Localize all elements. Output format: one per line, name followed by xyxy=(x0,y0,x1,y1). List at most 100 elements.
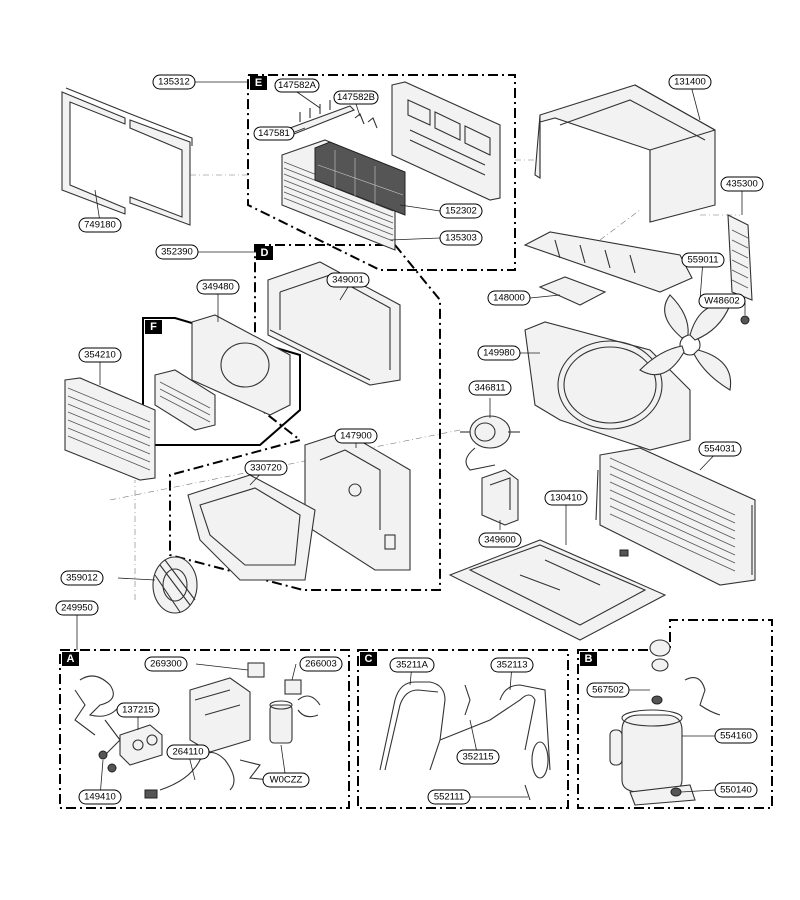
callout-269300: 269300 xyxy=(144,656,188,672)
svg-text:149980: 149980 xyxy=(483,348,515,359)
front-panel-part xyxy=(391,81,501,201)
callout-148000: 148000 xyxy=(487,290,531,306)
group-tag-b: B xyxy=(580,652,597,666)
group-tag-c: C xyxy=(360,652,377,666)
svg-text:552111: 552111 xyxy=(434,792,464,803)
svg-text:352390: 352390 xyxy=(161,247,193,258)
drain-pan-part xyxy=(187,474,316,581)
group-tag-f: F xyxy=(145,320,162,334)
callout-749180: 749180 xyxy=(78,217,122,233)
callout-147582b: 147582B xyxy=(333,90,379,105)
callout-249950: 249950 xyxy=(55,600,99,616)
svg-text:554160: 554160 xyxy=(720,731,752,742)
callout-147900: 147900 xyxy=(334,428,378,444)
compressor-mount-part xyxy=(649,639,682,797)
sub-coil-part xyxy=(154,369,216,431)
filter-clips-part xyxy=(289,100,378,135)
svg-text:147581: 147581 xyxy=(258,128,290,139)
svg-text:330720: 330720 xyxy=(250,463,282,474)
callout-35211a: 35211A xyxy=(389,657,435,673)
callout-435300: 435300 xyxy=(720,176,764,192)
side-grille-part xyxy=(727,214,753,301)
wire-harness-part xyxy=(74,675,121,756)
blower-fan-part xyxy=(152,556,198,614)
capacitor-part xyxy=(269,695,321,744)
callout-264110: 264110 xyxy=(166,744,210,760)
motor-bracket-part xyxy=(481,469,519,526)
svg-text:131400: 131400 xyxy=(674,77,706,88)
evaporator-coil-part xyxy=(64,377,156,481)
svg-text:147582A: 147582A xyxy=(278,80,317,91)
shroud-part xyxy=(524,321,691,451)
svg-text:D: D xyxy=(261,247,269,259)
svg-text:435300: 435300 xyxy=(726,179,758,190)
svg-text:359012: 359012 xyxy=(66,573,98,584)
svg-text:550140: 550140 xyxy=(720,785,752,796)
compressor-part xyxy=(609,709,696,806)
callout-137215: 137215 xyxy=(116,702,160,718)
callout-346811: 346811 xyxy=(468,380,512,396)
svg-text:352113: 352113 xyxy=(497,660,528,671)
svg-text:F: F xyxy=(150,321,157,333)
svg-text:349001: 349001 xyxy=(332,275,364,286)
svg-text:354210: 354210 xyxy=(84,350,116,361)
front-frame-part xyxy=(61,87,193,226)
group-tag-d: D xyxy=(256,246,273,260)
callout-330720: 330720 xyxy=(244,460,288,476)
svg-text:249950: 249950 xyxy=(61,603,93,614)
callout-266003: 266003 xyxy=(299,656,343,672)
cabinet-part xyxy=(534,84,716,223)
air-filter-part xyxy=(314,141,406,216)
svg-text:266003: 266003 xyxy=(305,659,337,670)
callout-554160: 554160 xyxy=(714,728,758,744)
svg-text:269300: 269300 xyxy=(150,659,182,670)
callout-554031: 554031 xyxy=(698,441,742,457)
condenser-fan-part xyxy=(639,294,750,391)
svg-text:C: C xyxy=(365,653,373,665)
svg-text:559011: 559011 xyxy=(688,255,719,266)
svg-text:135303: 135303 xyxy=(445,233,477,244)
svg-text:W0CZZ: W0CZZ xyxy=(270,775,303,786)
control-bracket-part xyxy=(189,677,251,753)
callout-147582a: 147582A xyxy=(274,78,320,93)
base-pan-part xyxy=(448,539,667,641)
svg-text:749180: 749180 xyxy=(84,220,116,231)
svg-text:264110: 264110 xyxy=(173,747,204,758)
svg-text:149410: 149410 xyxy=(84,792,116,803)
group-tag-a: A xyxy=(62,652,79,666)
callout-352113: 352113 xyxy=(490,657,534,673)
svg-text:147582B: 147582B xyxy=(337,92,375,103)
svg-text:152302: 152302 xyxy=(445,206,477,217)
condenser-coil-part xyxy=(595,447,756,586)
control-knobs-part xyxy=(98,724,163,773)
callout-135312: 135312 xyxy=(152,74,196,90)
svg-text:B: B xyxy=(585,653,593,665)
callout-550140: 550140 xyxy=(714,782,758,798)
callout-152302: 152302 xyxy=(439,203,483,219)
svg-text:35211A: 35211A xyxy=(396,660,429,671)
svg-text:567502: 567502 xyxy=(592,685,624,696)
callout-352390: 352390 xyxy=(155,244,199,260)
svg-text:W48602: W48602 xyxy=(704,296,739,307)
leader-lines xyxy=(76,81,746,798)
svg-text:349480: 349480 xyxy=(202,282,234,293)
evaporator-case-part xyxy=(267,261,401,386)
callout-149980: 149980 xyxy=(477,345,521,361)
group-b-box xyxy=(577,619,773,809)
group-e-box xyxy=(247,74,516,271)
refrigerant-tubing-part xyxy=(379,681,551,801)
svg-text:352115: 352115 xyxy=(463,752,494,763)
group-a-box xyxy=(59,649,350,809)
group-c-box xyxy=(357,649,569,809)
callout-552111: 552111 xyxy=(427,789,471,805)
callout-349600: 349600 xyxy=(478,532,522,548)
callout-131400: 131400 xyxy=(668,74,712,90)
svg-text:147900: 147900 xyxy=(340,431,372,442)
svg-text:148000: 148000 xyxy=(493,293,525,304)
svg-text:E: E xyxy=(255,77,262,89)
callout-352115: 352115 xyxy=(456,749,500,765)
callout-349001: 349001 xyxy=(326,272,370,288)
callout-149410: 149410 xyxy=(78,789,122,805)
partition-plate-part xyxy=(538,276,607,306)
